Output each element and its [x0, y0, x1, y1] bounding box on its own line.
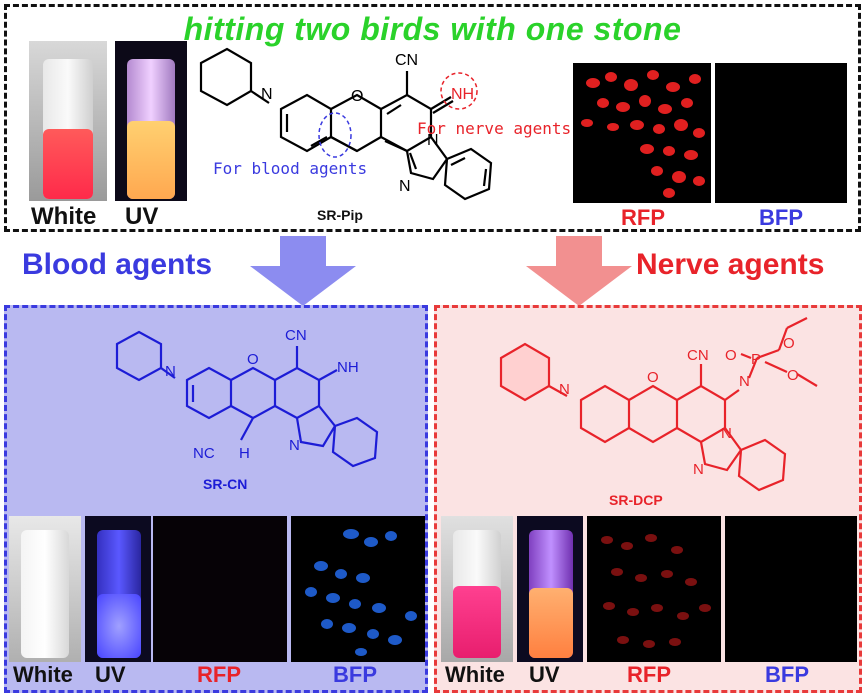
white-light-vial-photo — [9, 516, 81, 662]
phosphorus: P — [751, 351, 761, 368]
cn-top-group: CN — [285, 327, 307, 344]
ethoxy-o2: O — [787, 367, 799, 384]
channel-label-rfp: RFP — [621, 205, 665, 230]
phosphoryl-o: O — [725, 347, 737, 364]
vial-label-uv: UV — [529, 662, 560, 687]
pyran-o: O — [247, 351, 259, 368]
pyran-o: O — [647, 369, 659, 386]
headline: hitting two birds with one stone — [183, 11, 682, 47]
rfp-micrograph — [587, 516, 721, 662]
h-atom: H — [239, 445, 250, 462]
compound-label-sr-pip: SR-Pip — [317, 207, 363, 223]
ring-n: N — [427, 132, 439, 149]
bfp-micrograph — [715, 63, 847, 203]
vial-label-white: White — [31, 203, 97, 230]
imine-n: N — [399, 178, 411, 195]
cn-group: CN — [687, 347, 709, 364]
vial-label-white: White — [13, 662, 73, 687]
pip-n: N — [261, 86, 273, 103]
uv-light-vial-photo — [517, 516, 583, 662]
phosphoramide-n: N — [739, 373, 750, 390]
vial-label-uv: UV — [95, 662, 126, 687]
vial-orange-emission — [529, 588, 573, 658]
piperidine-ring — [199, 47, 253, 107]
annotation-nerve: For nerve agents — [417, 119, 572, 138]
rfp-cells — [601, 534, 711, 648]
sr-dcp-structure: N O CN O P O O N N N — [499, 317, 818, 492]
nerve-arrow — [526, 236, 632, 306]
channel-label-bfp: BFP — [765, 662, 809, 687]
compound-label-sr-dcp: SR-DCP — [609, 492, 663, 508]
cn-group: CN — [395, 52, 418, 69]
pip-n: N — [559, 381, 570, 398]
channel-label-rfp: RFP — [627, 662, 671, 687]
vial-label-uv: UV — [125, 203, 159, 230]
sr-cn-structure: N O CN NH NC H N — [115, 327, 379, 468]
vial-pink-solution — [453, 586, 501, 658]
channel-label-rfp: RFP — [197, 662, 241, 687]
channel-label-bfp: BFP — [759, 205, 803, 230]
sr-pip-structure: N O CN NH N N — [199, 47, 493, 201]
nh-group: NH — [337, 359, 359, 376]
blood-agents-heading: Blood agents — [22, 248, 213, 281]
vial-yellow-emission — [127, 121, 175, 199]
rfp-micrograph — [153, 516, 287, 662]
white-light-vial-photo — [441, 516, 513, 662]
blood-site-highlight — [318, 112, 352, 158]
vial-red-solution — [43, 129, 93, 199]
bfp-cells — [305, 529, 417, 656]
compound-label-sr-cn: SR-CN — [203, 476, 248, 492]
vial-label-white: White — [445, 662, 505, 687]
pyran-o: O — [351, 88, 363, 105]
pip-n: N — [165, 363, 176, 380]
rfp-micrograph — [573, 63, 711, 203]
blood-arrow — [250, 236, 356, 306]
white-light-vial-photo — [29, 41, 107, 201]
bfp-micrograph — [291, 516, 425, 662]
top-panel: hitting two birds with one stone White U… — [4, 4, 861, 232]
nerve-agents-panel: N O CN O P O O N N N SR-DCP — [434, 305, 862, 693]
nh-highlight-circle — [440, 72, 478, 110]
bfp-micrograph — [725, 516, 857, 662]
channel-label-bfp: BFP — [333, 662, 377, 687]
rfp-cells — [581, 70, 705, 198]
nc-group: NC — [193, 445, 215, 462]
ethoxy-o1: O — [783, 335, 795, 352]
uv-light-vial-photo — [85, 516, 151, 662]
ring-n: N — [721, 425, 732, 442]
blood-agents-panel: N O CN NH NC H N SR-CN White UV — [4, 305, 428, 693]
vial-clear-solution — [21, 530, 69, 658]
nh-group: NH — [451, 86, 474, 103]
imine-n: N — [693, 461, 704, 478]
imine-n: N — [289, 437, 300, 454]
vial-blue-emission — [97, 594, 141, 658]
uv-light-vial-photo — [115, 41, 187, 201]
annotation-blood: For blood agents — [213, 159, 368, 178]
benzo-ring — [279, 93, 333, 153]
nerve-agents-heading: Nerve agents — [636, 248, 825, 281]
